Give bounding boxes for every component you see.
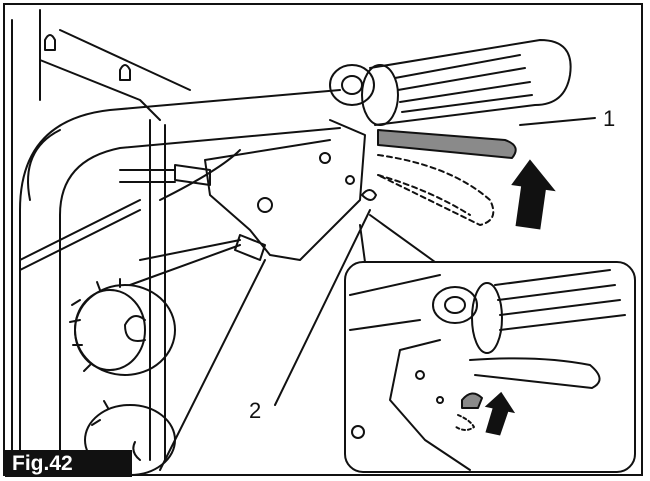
arrow-up-icon bbox=[484, 391, 516, 436]
choke-lever-icon bbox=[361, 189, 377, 201]
arrow-up-icon bbox=[511, 159, 556, 230]
control-housing bbox=[119, 119, 366, 286]
figure-label: Fig.42 bbox=[5, 450, 132, 477]
handle-tube bbox=[19, 89, 341, 471]
knob-upper bbox=[69, 278, 176, 376]
machine-frame bbox=[11, 9, 191, 471]
callout-2: 2 bbox=[249, 398, 262, 423]
cable bbox=[159, 149, 241, 201]
cable bbox=[159, 259, 266, 471]
inset-detail bbox=[344, 214, 636, 473]
callout-1-leader bbox=[519, 117, 596, 126]
callout-1: 1 bbox=[603, 106, 616, 131]
throttle-lever-icon bbox=[377, 129, 517, 226]
cable bbox=[139, 239, 241, 261]
handle-grip bbox=[329, 39, 572, 126]
callout-2-leader bbox=[274, 209, 371, 406]
